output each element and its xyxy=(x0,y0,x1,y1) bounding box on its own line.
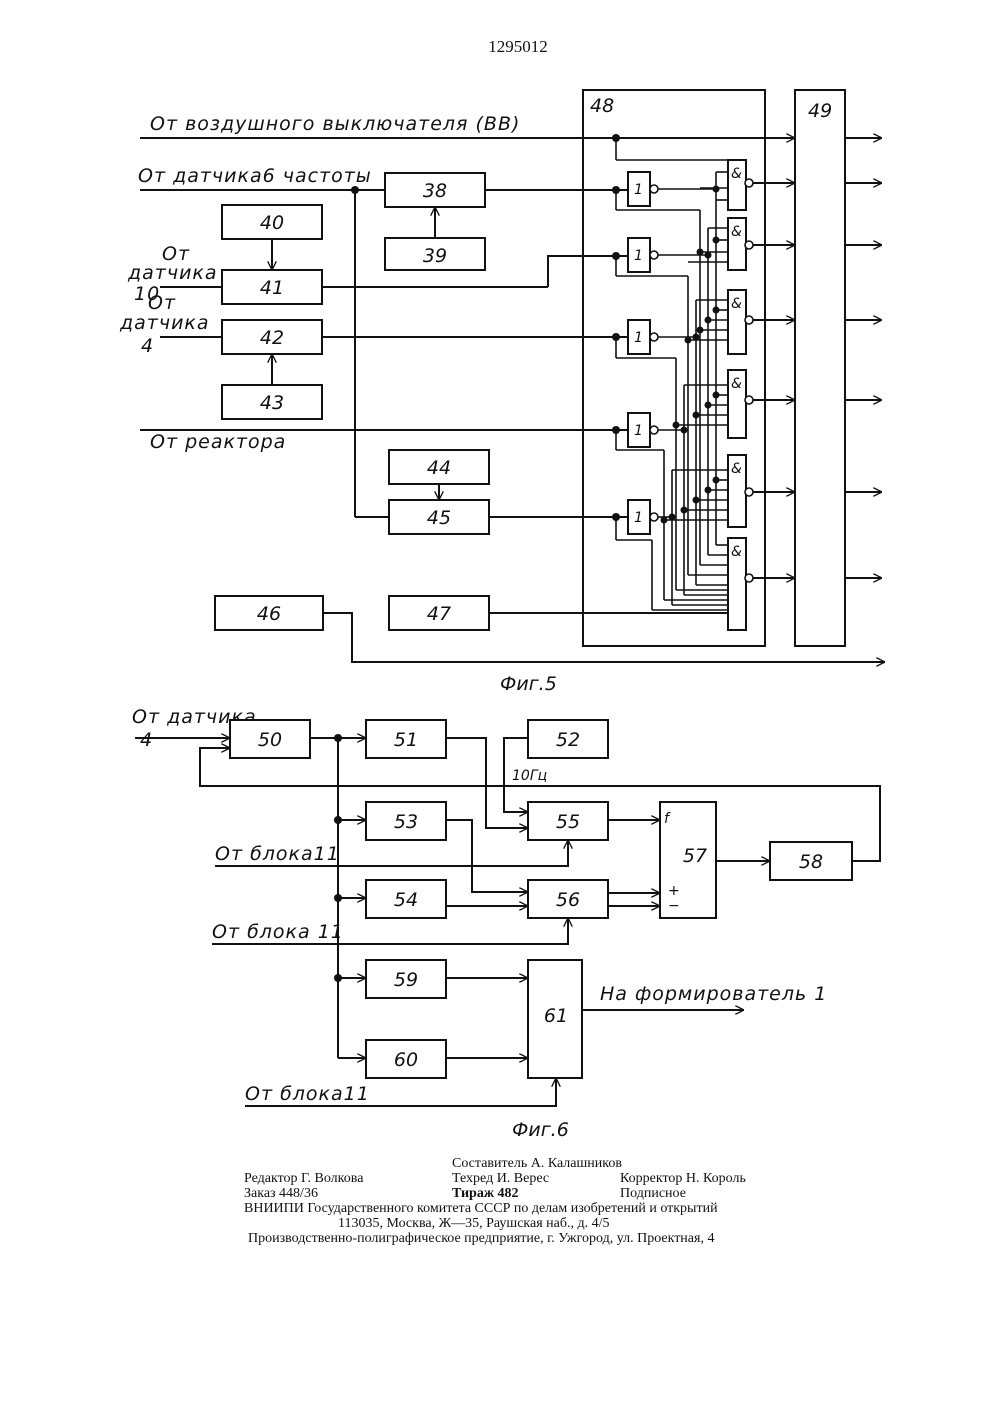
fig6-caption: Фиг.6 xyxy=(512,1119,569,1141)
svg-text:&: & xyxy=(731,544,742,560)
footer-address: 113035, Москва, Ж—35, Раушская наб., д. … xyxy=(338,1216,610,1231)
block-57-pin-plus: + xyxy=(668,883,680,899)
input-sensor10-line2: датчика xyxy=(127,262,218,284)
patent-number: 1295012 xyxy=(488,37,548,56)
block-49-label: 49 xyxy=(808,100,832,122)
input-freq-sensor: От датчика6 частоты xyxy=(138,165,372,187)
block-58-label: 58 xyxy=(799,851,823,873)
block-39-label: 39 xyxy=(423,245,447,267)
svg-text:1: 1 xyxy=(634,510,643,526)
block-42-label: 42 xyxy=(260,327,284,349)
fig6-input-block11-a: От блока11 xyxy=(215,843,340,865)
svg-text:&: & xyxy=(731,166,742,182)
fig5-caption: Фиг.5 xyxy=(500,673,557,695)
svg-text:&: & xyxy=(731,224,742,240)
input-sensor4-line3: 4 xyxy=(141,335,154,357)
output-shaper: На формирователь 1 xyxy=(600,983,827,1005)
input-reactor: От реактора xyxy=(150,431,286,453)
svg-text:&: & xyxy=(731,296,742,312)
fig5: 48 49 От воздушного выключателя (ВВ) От … xyxy=(119,90,885,695)
block-44-label: 44 xyxy=(427,457,451,479)
block-61-label: 61 xyxy=(544,1005,568,1027)
block-52-label: 52 xyxy=(556,729,580,751)
block-38-label: 38 xyxy=(423,180,447,202)
fig6-input-block11-c: От блока11 xyxy=(245,1083,370,1105)
svg-text:&: & xyxy=(731,461,742,477)
fig6-input-block11-b: От блока 11 xyxy=(212,921,344,943)
svg-text:1: 1 xyxy=(634,182,643,198)
block-45-label: 45 xyxy=(427,507,451,529)
block-57-pin-minus: − xyxy=(668,898,680,914)
block-53-label: 53 xyxy=(394,811,418,833)
footer-techred: Техред И. Верес xyxy=(452,1171,549,1186)
freq-label-10hz: 10Гц xyxy=(512,768,547,784)
fig6-input-sensor4-line2: 4 xyxy=(140,729,153,751)
block-55-label: 55 xyxy=(556,811,580,833)
input-air-switch: От воздушного выключателя (ВВ) xyxy=(150,113,520,135)
footer-org: ВНИИПИ Государственного комитета СССР по… xyxy=(244,1201,718,1216)
imprint-footer: Составитель А. Калашников Редактор Г. Во… xyxy=(244,1156,746,1246)
footer-editor: Редактор Г. Волкова xyxy=(244,1171,364,1186)
block-50-label: 50 xyxy=(258,729,282,751)
block-46-label: 46 xyxy=(257,603,281,625)
footer-composer: Составитель А. Калашников xyxy=(452,1156,622,1171)
input-sensor4-line2: датчика xyxy=(119,312,210,334)
footer-subscription: Подписное xyxy=(620,1186,686,1201)
block-47-label: 47 xyxy=(427,603,451,625)
block-49 xyxy=(795,90,845,646)
footer-corrector: Корректор Н. Король xyxy=(620,1171,746,1186)
block-43-label: 43 xyxy=(260,392,284,414)
block-59-label: 59 xyxy=(394,969,418,991)
footer-circulation: Тираж 482 xyxy=(452,1186,519,1201)
footer-printer: Производственно-полиграфическое предприя… xyxy=(248,1231,714,1246)
svg-text:1: 1 xyxy=(634,423,643,439)
block-51-label: 51 xyxy=(394,729,418,751)
svg-text:1: 1 xyxy=(634,248,643,264)
block-41-label: 41 xyxy=(260,277,284,299)
block-48-label: 48 xyxy=(590,95,614,117)
block-57-label: 57 xyxy=(683,845,707,867)
svg-text:1: 1 xyxy=(634,330,643,346)
svg-text:&: & xyxy=(731,376,742,392)
block-54-label: 54 xyxy=(394,889,418,911)
block-40-label: 40 xyxy=(260,212,284,234)
block-60-label: 60 xyxy=(394,1049,418,1071)
input-sensor4-line1: От xyxy=(148,292,176,314)
fig6: От датчика 4 От блока11 От блока 11 От б… xyxy=(132,706,880,1141)
block-56-label: 56 xyxy=(556,889,580,911)
footer-order: Заказ 448/36 xyxy=(244,1186,318,1201)
